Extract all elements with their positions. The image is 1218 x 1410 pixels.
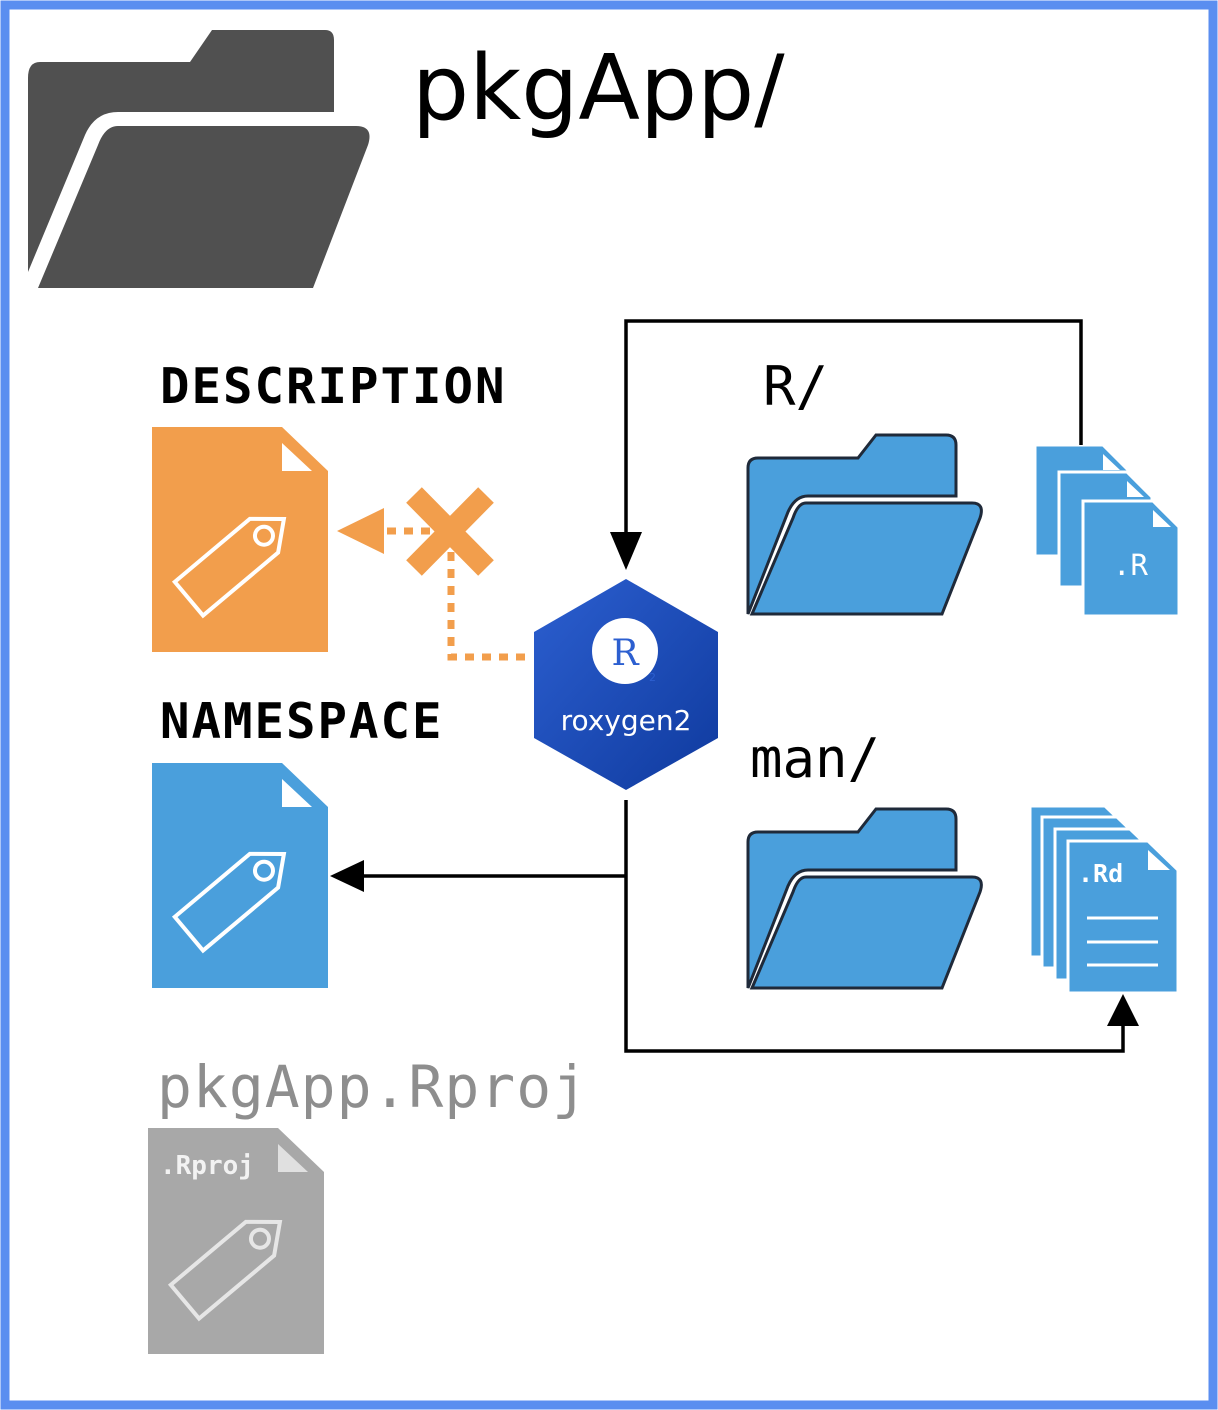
tag-icon xyxy=(167,1219,283,1322)
r-file-ext: .R xyxy=(1113,548,1148,582)
roxygen-letter: R xyxy=(611,633,639,674)
arrow-r-to-roxygen xyxy=(624,319,1083,540)
r-folder-label: R/ xyxy=(763,355,829,418)
roxygen-hex-text: roxygen2 xyxy=(561,704,692,737)
rd-files-stack-icon xyxy=(1028,804,1180,995)
cross-x-icon xyxy=(406,487,494,576)
arrowhead-left-orange-icon xyxy=(337,508,384,554)
arrowhead-down-icon xyxy=(610,532,642,570)
namespace-file-icon xyxy=(152,763,328,988)
arrowhead-up-icon xyxy=(1107,994,1139,1026)
r-folder-icon xyxy=(746,433,983,616)
arrow-roxygen-to-man xyxy=(624,800,1125,1053)
namespace-label: NAMESPACE xyxy=(160,693,444,750)
roxygen-subscript: 2 xyxy=(649,671,656,684)
arrowhead-left-icon xyxy=(330,860,364,892)
tag-icon xyxy=(171,851,287,954)
rd-file-ext: .Rd xyxy=(1078,859,1123,888)
rproj-label: pkgApp.Rproj xyxy=(157,1053,589,1121)
roxygen2-logo: R 2 roxygen2 xyxy=(534,579,718,790)
rproj-file-icon xyxy=(148,1128,324,1354)
dotted-arrow-roxygen-to-description xyxy=(380,527,525,661)
description-label: DESCRIPTION xyxy=(160,358,507,415)
rproj-file-ext: .Rproj xyxy=(160,1151,254,1181)
roxygen-badge-circle xyxy=(592,618,658,684)
man-folder-label: man/ xyxy=(750,727,881,790)
man-folder-icon xyxy=(746,807,983,990)
tag-icon xyxy=(171,516,287,619)
description-file-icon xyxy=(152,427,328,652)
r-files-stack-icon xyxy=(1033,443,1181,618)
root-folder-title: pkgApp/ xyxy=(412,36,785,141)
root-folder-icon xyxy=(28,30,370,288)
